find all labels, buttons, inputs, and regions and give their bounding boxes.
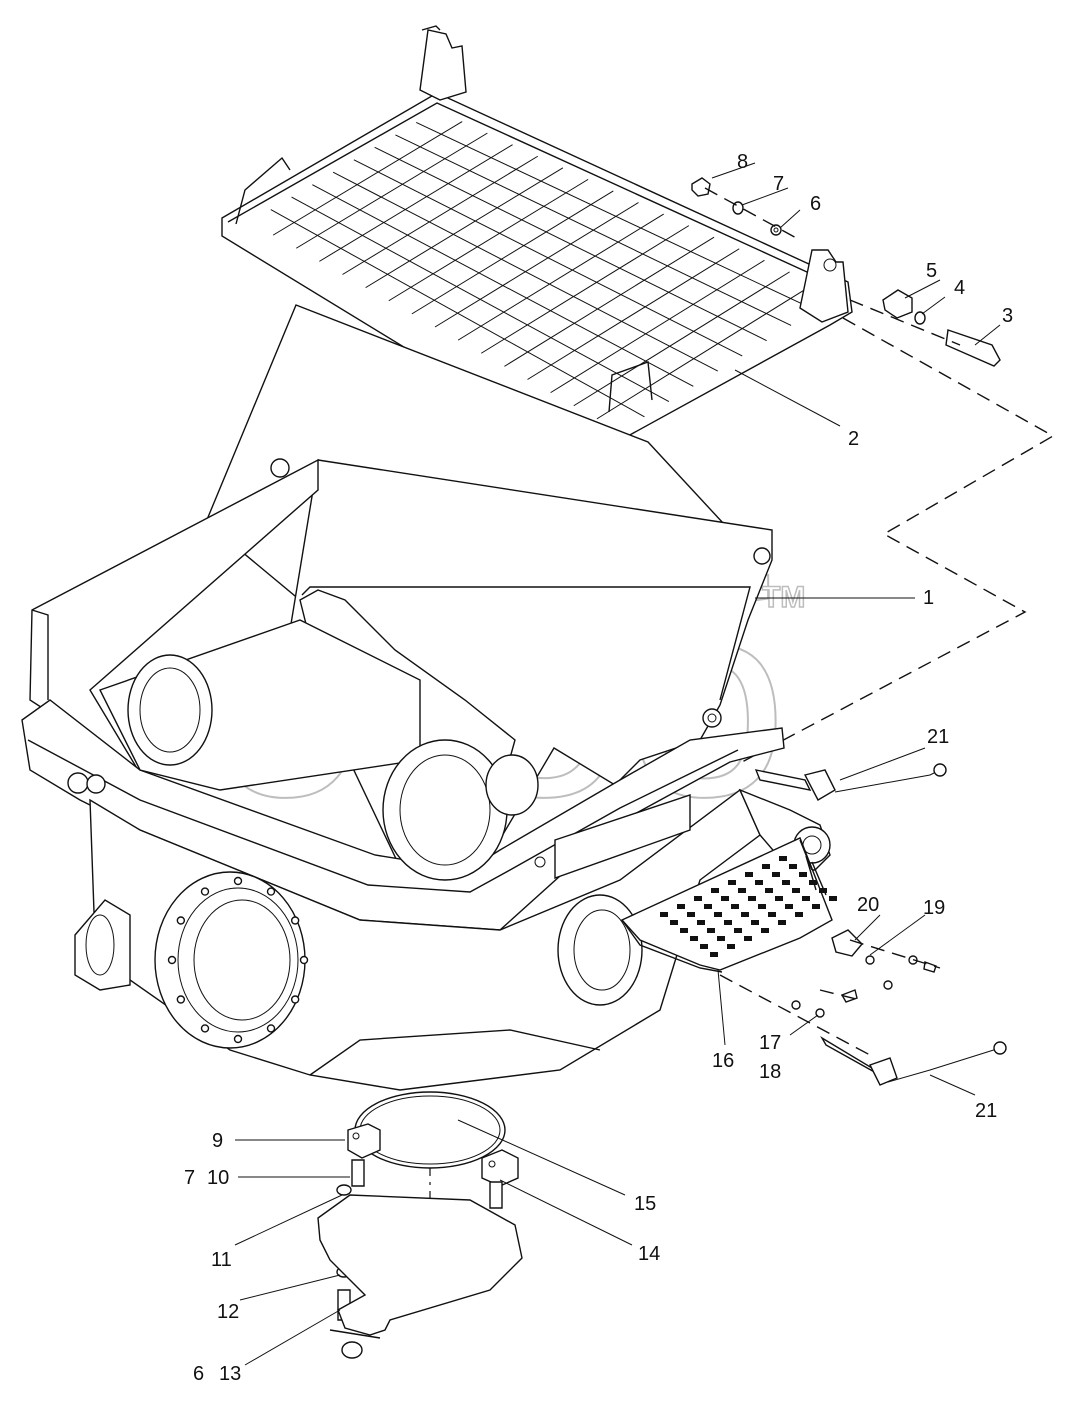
step-plate: [620, 837, 837, 973]
callout-7-bottom: 7: [184, 1167, 195, 1189]
callout-18: 18: [759, 1061, 781, 1083]
callout-14: 14: [638, 1243, 660, 1265]
frame-housing: [21, 304, 831, 1091]
cover-plate-12: [317, 1194, 523, 1359]
pin-3: [945, 329, 1001, 367]
bushing-5: [882, 289, 913, 319]
callout-19: 19: [923, 897, 945, 919]
callout-12: 12: [217, 1301, 239, 1323]
bolts-bottom: [336, 1159, 503, 1321]
step-hardware: [719, 929, 941, 1056]
hinge-hardware: [691, 177, 1001, 367]
callout-7: 7: [773, 173, 784, 195]
callout-21-lower: 21: [975, 1100, 997, 1122]
callout-20: 20: [857, 894, 879, 916]
callouts: 8 7 6 5 4 3 2 1 21 20 19 16 17 18 21 9 7…: [184, 151, 1013, 1385]
callout-1: 1: [923, 587, 934, 609]
callout-3: 3: [1002, 305, 1013, 327]
callout-13: 13: [219, 1363, 241, 1385]
grating-platform: [221, 25, 853, 443]
callout-11: 11: [211, 1249, 232, 1271]
callout-17: 17: [759, 1032, 781, 1054]
clamp-14: [481, 1149, 519, 1187]
assembly-line-main: [741, 317, 1055, 763]
callout-21-upper: 21: [927, 726, 949, 748]
pin-lanyard-upper: [754, 763, 947, 801]
nut-8: [691, 177, 711, 197]
grating-bars: [270, 121, 816, 420]
leader-lines: [234, 162, 1001, 1366]
callout-6-bottom: 6: [193, 1363, 204, 1385]
callout-16: 16: [712, 1050, 734, 1072]
washer-6: [770, 224, 782, 236]
callout-2: 2: [848, 428, 859, 450]
callout-15: 15: [634, 1193, 656, 1215]
clamp-9: [347, 1123, 381, 1159]
bolt-20: [831, 929, 863, 957]
callout-9: 9: [212, 1130, 223, 1152]
callout-4: 4: [954, 277, 965, 299]
washer-4: [914, 311, 926, 325]
callout-10: 10: [207, 1167, 229, 1189]
callout-6: 6: [810, 193, 821, 215]
callout-8: 8: [737, 151, 748, 173]
pin-lanyard-lower: [820, 1036, 1007, 1086]
callout-5: 5: [926, 260, 937, 282]
